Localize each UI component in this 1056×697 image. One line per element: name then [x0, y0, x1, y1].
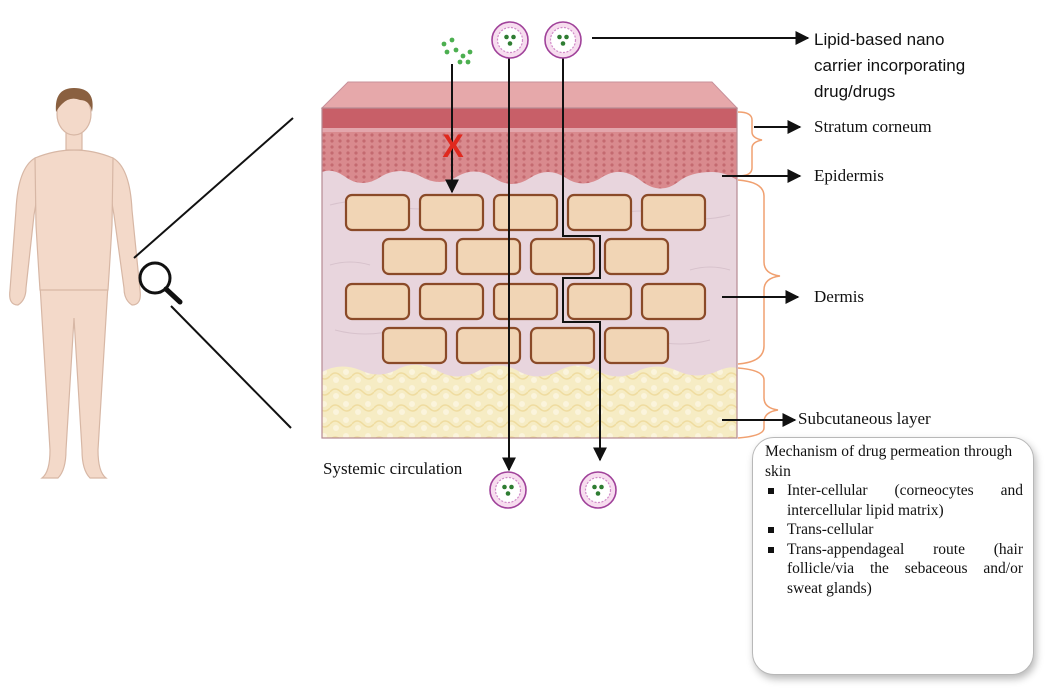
corneocyte-cell — [640, 193, 707, 232]
permeation-paths — [445, 58, 607, 472]
carrier-label-line2: carrier incorporating — [814, 56, 965, 75]
nanocarrier-icon — [579, 471, 617, 509]
corneocyte-cell — [603, 326, 670, 365]
corneocyte-cell — [344, 282, 411, 321]
epidermis-label: Epidermis — [814, 166, 884, 185]
inter-cellular-path — [562, 58, 607, 462]
corneocyte-cell — [603, 237, 670, 276]
nanocarrier-icon — [489, 471, 527, 509]
corneocyte-cell — [344, 193, 411, 232]
subcutaneous-layer — [322, 364, 737, 438]
route-inter-cellular: Inter-cellular (corneocytes and intercel… — [765, 481, 1023, 520]
blocked-x-mark: X — [442, 128, 464, 164]
mechanism-box: Mechanism of drug permeation through ski… — [752, 437, 1034, 675]
zoom-lines — [133, 117, 294, 429]
corneocyte-cell — [418, 193, 485, 232]
systemic-circulation-label: Systemic circulation — [323, 459, 463, 478]
magnifier-icon — [138, 261, 183, 305]
mechanism-title: Mechanism of drug permeation through ski… — [765, 443, 1013, 480]
skin-cross-section — [320, 81, 739, 439]
corneocyte-cell — [418, 282, 485, 321]
corneocyte-cell — [529, 237, 596, 276]
stratum-corneum-label: Stratum corneum — [814, 117, 932, 136]
layer-braces — [737, 111, 781, 439]
mechanism-route-list: Inter-cellular (corneocytes and intercel… — [765, 481, 1023, 598]
stratum-corneum-layer — [322, 108, 737, 130]
corneocyte-cell — [529, 326, 596, 365]
nanocarrier-icon — [491, 21, 529, 59]
dermis-label: Dermis — [814, 287, 864, 306]
route-trans-appendageal: Trans-appendageal route (hair follicle/v… — [765, 540, 1023, 599]
carrier-label-line3: drug/drugs — [814, 82, 895, 101]
subcutaneous-label: Subcutaneous layer — [798, 409, 931, 428]
carrier-label-line1: Lipid-based nano — [814, 30, 944, 49]
corneocyte-cell — [566, 282, 633, 321]
corneocyte-cell — [566, 193, 633, 232]
label-arrows — [592, 31, 810, 427]
nanocarrier-icon — [544, 21, 582, 59]
corneocyte-cell — [455, 326, 522, 365]
human-body-icon — [9, 88, 141, 479]
corneocyte-cell — [640, 282, 707, 321]
corneocyte-cell — [381, 326, 448, 365]
corneocyte-cells — [344, 193, 707, 365]
corneocyte-cell — [381, 237, 448, 276]
corneocyte-cell — [492, 282, 559, 321]
route-trans-cellular: Trans-cellular — [765, 520, 1023, 540]
corneocyte-cell — [492, 193, 559, 232]
corneocyte-cell — [455, 237, 522, 276]
drug-particles-icon — [441, 37, 473, 65]
